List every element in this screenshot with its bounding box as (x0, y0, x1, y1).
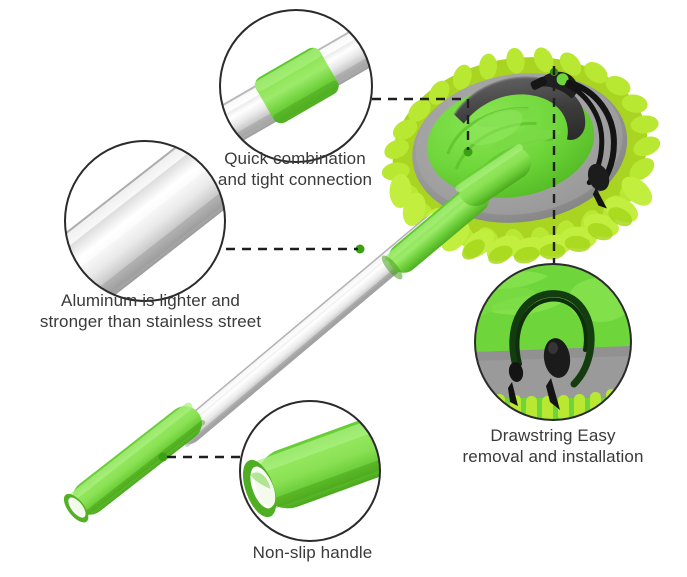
callout-circle-drawstring (474, 263, 632, 421)
lower-green-grip (63, 402, 206, 523)
mop-backing-plate (412, 73, 628, 223)
marker-pole (355, 244, 365, 254)
mop-head (381, 47, 661, 264)
elastic-strap (454, 77, 586, 140)
cord-end-left (508, 362, 524, 406)
chenille-fringe (381, 47, 661, 264)
marker-grip (158, 452, 168, 462)
marker-drawstring (550, 68, 558, 76)
head-neck (455, 144, 531, 207)
leader-lines (165, 66, 556, 459)
marker-collar (463, 147, 473, 157)
callout-label-non-slip-handle: Non-slip handle (252, 543, 373, 562)
callout-label-aluminum-pole: Aluminum is lighter and stronger than st… (39, 291, 262, 331)
handle-end-opening (63, 493, 89, 523)
strap-buckle (530, 71, 578, 99)
leader-quick (372, 97, 470, 150)
leader-markers (158, 68, 558, 462)
callout-circle-non-slip-handle (239, 400, 381, 542)
cord-lock-toggle (587, 163, 610, 209)
callout-label-quick-combination: Quick combination and tight connection (217, 149, 373, 189)
cord-lock-toggle-closeup (543, 338, 571, 410)
callout-circle-quick-combination (219, 9, 373, 163)
mop-green-pad (427, 84, 595, 198)
upper-green-grip (381, 180, 490, 280)
callout-label-drawstring: Drawstring Easy removal and installation (462, 426, 644, 466)
drawstring-cord (564, 79, 617, 191)
